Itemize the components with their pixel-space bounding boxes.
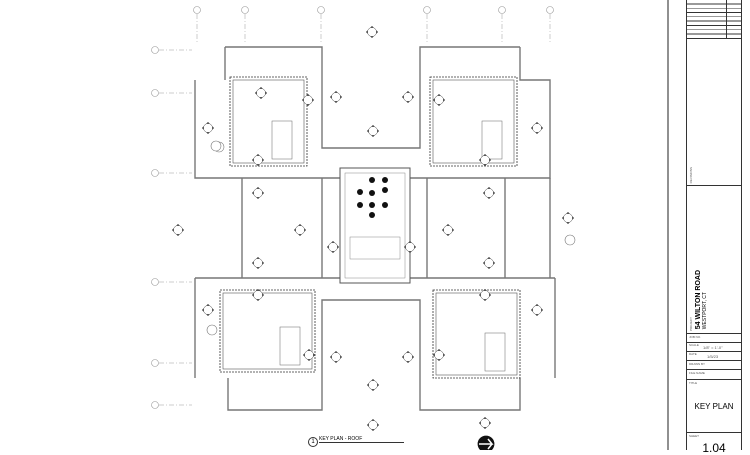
grid-bubble-F	[546, 6, 554, 14]
elevation-marker-circle	[480, 418, 490, 428]
roof-drain-dot	[357, 202, 363, 208]
elevation-marker-circle	[532, 305, 542, 315]
elevation-marker-circle	[368, 380, 378, 390]
elevation-marker-circle	[434, 95, 444, 105]
job-no-row: JOB NO.	[687, 334, 741, 343]
grid-bubble-6	[151, 401, 159, 409]
elevation-marker-circle	[304, 350, 314, 360]
stair	[271, 120, 293, 160]
project-location: WESTPORT, CT	[702, 291, 708, 329]
sheet-number: 1.04	[702, 441, 726, 455]
grid-bubble-2	[151, 89, 159, 97]
elevation-marker-circle	[480, 155, 490, 165]
elevation-marker-circle	[368, 126, 378, 136]
elevation-marker-circle	[331, 92, 341, 102]
elevation-marker-circle	[484, 258, 494, 268]
elevation-marker-circle	[295, 225, 305, 235]
roof-drain-dot	[369, 212, 375, 218]
elevation-marker-circle	[434, 350, 444, 360]
elevation-marker-circle	[203, 305, 213, 315]
roof-room-outline	[229, 76, 308, 167]
room-interior	[435, 292, 518, 376]
wall	[225, 46, 520, 149]
wall	[227, 299, 521, 411]
elevation-marker-circle	[405, 242, 415, 252]
elevation-marker-circle	[443, 225, 453, 235]
grid-bubble-B	[241, 6, 249, 14]
room-interior	[232, 79, 305, 164]
roof-drain-dot	[382, 177, 388, 183]
grid-bubble-E	[498, 6, 506, 14]
room-interior	[222, 292, 313, 370]
drawn-by-row: DRAWN BY	[687, 361, 741, 370]
plan-title-text: KEY PLAN - ROOF	[319, 436, 404, 443]
tag-circle	[206, 324, 218, 336]
revisions-panel: REVISIONS	[687, 38, 741, 186]
project-name: 54 WILTON ROAD	[695, 269, 702, 329]
revision-table	[687, 0, 741, 39]
grid-bubble-C	[317, 6, 325, 14]
north-arrow-pointer	[479, 438, 494, 450]
elevation-marker-circle	[532, 123, 542, 133]
elevation-marker-circle	[303, 95, 313, 105]
central-roof-box	[339, 167, 411, 284]
roof-drain-dot	[382, 202, 388, 208]
date-value: 1/5/23	[707, 354, 719, 359]
roof-room-outline	[432, 289, 521, 379]
elevation-marker-circle	[403, 352, 413, 362]
wall	[410, 47, 551, 179]
stair	[279, 326, 301, 366]
tag-circle	[210, 140, 222, 152]
roof-drain-dot	[369, 177, 375, 183]
roof-drain-dot	[357, 189, 363, 195]
elevation-marker-circle	[328, 242, 338, 252]
elevation-marker-circle	[480, 290, 490, 300]
roof-room-outline	[429, 76, 518, 167]
stair	[484, 332, 506, 372]
roof-room-outline	[219, 289, 316, 373]
project-panel: PROJECT 54 WILTON ROAD WESTPORT, CT	[687, 186, 741, 334]
sheet-row: SHEET 1.04	[687, 433, 741, 455]
elevation-marker-circle	[331, 352, 341, 362]
elevation-marker-circle	[253, 188, 263, 198]
skylight	[349, 236, 401, 260]
file-name-row: FILE NAME	[687, 370, 741, 380]
room-interior	[432, 79, 515, 164]
grid-bubble-D	[423, 6, 431, 14]
sheet-title: KEY PLAN	[694, 402, 734, 411]
grid-bubble-5	[151, 359, 159, 367]
title-block: REVISIONS PROJECT 54 WILTON ROAD WESTPOR…	[686, 0, 742, 455]
elevation-marker-circle	[367, 27, 377, 37]
elevation-marker-circle	[484, 188, 494, 198]
grid-bubble-4	[151, 278, 159, 286]
elevation-marker-circle	[563, 213, 573, 223]
stair	[481, 120, 503, 160]
elevation-marker-circle	[203, 123, 213, 133]
elevation-marker-circle	[368, 420, 378, 430]
roof-drain-dot	[369, 202, 375, 208]
scale-value: 1/8" = 1'-0"	[703, 345, 723, 350]
elevation-marker-circle	[256, 88, 266, 98]
elevation-marker-circle	[253, 155, 263, 165]
roof-drain-dot	[382, 187, 388, 193]
elevation-marker-circle	[253, 258, 263, 268]
elevation-marker-circle	[253, 290, 263, 300]
plan-number-circle: 1	[308, 437, 318, 447]
tag-circle	[564, 234, 576, 246]
grid-bubble-A	[193, 6, 201, 14]
title-row: TITLE KEY PLAN	[687, 380, 741, 433]
elevation-marker-circle	[173, 225, 183, 235]
grid-bubble-3	[151, 169, 159, 177]
revisions-label: REVISIONS	[689, 166, 693, 183]
wall	[194, 80, 340, 179]
central-roof-inner	[344, 172, 406, 279]
grid-bubble-1	[151, 46, 159, 54]
roof-drain-dot	[369, 190, 375, 196]
elevation-marker-circle	[403, 92, 413, 102]
